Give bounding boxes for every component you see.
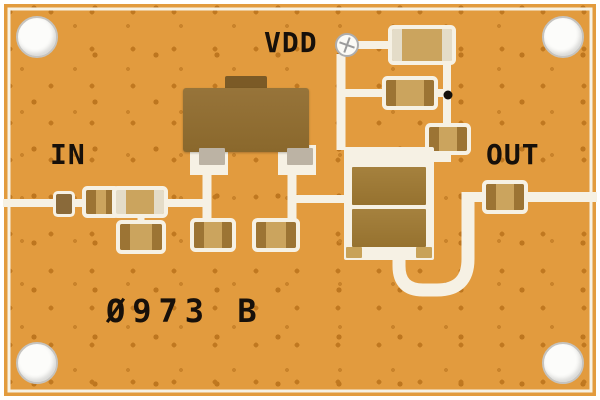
component-terminal [106,190,116,214]
board-marking: Ø973 B [106,292,264,330]
out-label: OUT [486,138,540,171]
smd-component-vdd-low [429,127,467,151]
power-inductor [344,147,434,260]
mounting-hole-top-right [542,16,584,58]
component-body [496,184,514,210]
component-terminal [120,224,130,250]
smd-component-in-1 [86,190,116,214]
inductor-block-top [352,167,426,205]
component-terminal [194,222,204,248]
component-body [266,222,286,248]
component-terminal [256,222,266,248]
component-terminal [154,190,164,214]
component-terminal [286,222,296,248]
component-body [439,127,457,151]
component-terminal [222,222,232,248]
component-body [402,29,442,61]
mounting-hole-bottom-right [542,342,584,384]
component-body [96,190,106,214]
component-body [396,80,424,106]
transistor-lead-right [287,148,313,165]
smd-input-edge-pad [56,194,72,214]
transistor-lead-left [199,148,225,165]
component-body [204,222,222,248]
component-terminal [514,184,524,210]
component-body [130,224,152,250]
vdd-label: VDD [264,26,318,59]
component-terminal [457,127,467,151]
in-label: IN [50,138,86,171]
smd-component-vdd-mid [386,80,434,106]
smd-component-vdd-top [392,29,452,61]
smd-component-under-emitter [256,222,296,248]
test-point-dot-icon [443,90,453,100]
component-terminal [424,80,434,106]
mounting-hole-bottom-left [16,342,58,384]
inductor-block-bottom [352,209,426,247]
smd-component-shunt-left [120,224,162,250]
component-terminal [429,127,439,151]
transistor-body [183,88,309,152]
component-terminal [442,29,452,61]
trace-output-curve [392,192,475,297]
component-terminal [486,184,496,210]
component-body [126,190,154,214]
component-terminal [392,29,402,61]
inductor-terminal-right [416,247,432,258]
smd-component-in-2 [116,190,164,214]
component-terminal [86,190,96,214]
component-terminal [386,80,396,106]
mounting-hole-top-left [16,16,58,58]
smd-component-under-base [194,222,232,248]
trace-c-elbow [428,149,451,162]
component-terminal [152,224,162,250]
inductor-terminal-left [346,247,362,258]
component-terminal [116,190,126,214]
vdd-pad-cross-icon [339,37,355,53]
smd-component-out [486,184,524,210]
